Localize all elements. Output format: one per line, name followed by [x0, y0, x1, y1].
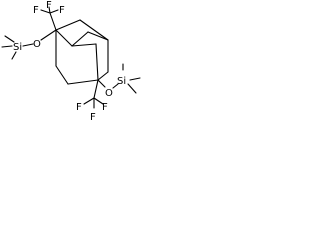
bond — [83, 97, 95, 105]
atom-label-f: F — [33, 5, 39, 16]
atom-label-f: F — [59, 5, 65, 16]
bond — [97, 71, 109, 81]
bond — [95, 43, 99, 81]
bond — [55, 19, 81, 31]
cf3-group-top: F F F — [33, 0, 65, 31]
cf3-group-bottom: F F F — [76, 79, 108, 123]
bond — [127, 83, 137, 94]
bond — [79, 19, 109, 41]
molecule-structure-diagram: F F F O Si O Si F F F — [1, 0, 141, 123]
atom-label-si: Si — [117, 76, 126, 87]
atom-label-f: F — [90, 112, 96, 123]
bond — [22, 43, 34, 47]
bond — [55, 65, 69, 85]
bond — [40, 9, 51, 14]
bond — [93, 79, 99, 99]
bond — [71, 43, 97, 47]
bond — [67, 79, 99, 85]
bond — [49, 9, 59, 14]
bond — [49, 12, 57, 31]
atom-label-f: F — [76, 102, 82, 113]
bond — [87, 31, 109, 41]
bond — [1, 45, 13, 48]
atom-label-si: Si — [13, 42, 22, 53]
atom-label-o: O — [33, 39, 41, 50]
bond — [40, 29, 57, 41]
atom-label-o: O — [105, 88, 113, 99]
bond — [71, 31, 89, 47]
bond — [55, 29, 73, 47]
bond — [112, 83, 119, 89]
bond — [48, 6, 51, 14]
bond — [97, 79, 106, 88]
trimethylsilyloxy-group-right: O Si — [97, 63, 141, 99]
bond — [129, 77, 141, 81]
bicyclic-core — [55, 19, 109, 85]
trimethylsilyloxy-group-left: O Si — [1, 29, 57, 60]
bond — [11, 51, 17, 60]
bond — [93, 97, 104, 105]
atom-label-f: F — [102, 102, 108, 113]
atom-label-f: F — [46, 0, 52, 11]
bond — [4, 35, 15, 43]
